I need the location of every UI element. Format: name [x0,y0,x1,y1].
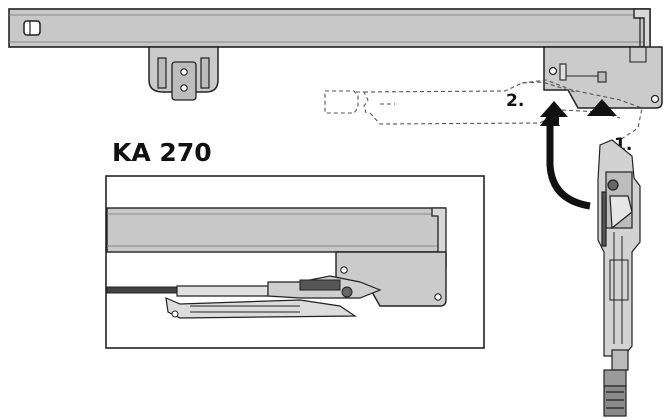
inset-detail-view [105,175,485,349]
coupling-bracket [543,46,663,109]
curved-arrow-icon [540,112,591,210]
rail-end-cap [23,20,41,36]
coupling-mechanism [597,139,641,417]
model-title: KA 270 [112,138,212,167]
step-label-2: 2. [506,91,524,111]
rail-mounting-bracket [148,46,219,101]
arrow-up-icon [587,99,617,116]
